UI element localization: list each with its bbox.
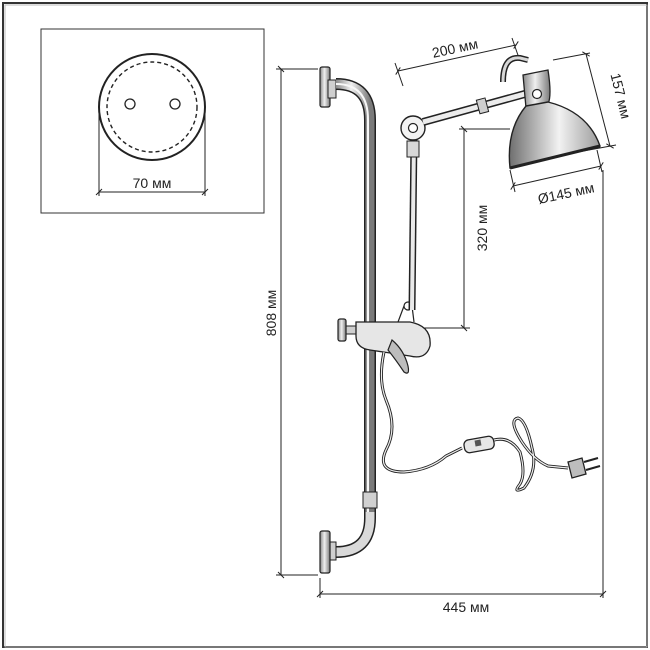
arm-collar bbox=[475, 97, 490, 115]
wall-plate-detail: 70 мм bbox=[40, 28, 265, 214]
rail-top-highlight bbox=[335, 83, 369, 512]
vertical-offset-label: 320 мм bbox=[474, 205, 490, 252]
total-height-dimension: 808 мм bbox=[263, 65, 318, 579]
plug-pin-top bbox=[583, 457, 599, 463]
base-diameter-label: 70 мм bbox=[133, 175, 172, 191]
shade-pivot bbox=[531, 88, 543, 100]
joint-spring bbox=[406, 140, 420, 158]
outer-frame-shadow bbox=[4, 4, 648, 648]
cord-lower-fill bbox=[493, 417, 569, 491]
power-cord bbox=[379, 351, 601, 492]
screw-hole-right bbox=[169, 98, 181, 110]
shade-h-dim-line bbox=[582, 51, 614, 149]
wall-plate-icon bbox=[98, 53, 206, 161]
clamp-knob-icon bbox=[337, 318, 347, 342]
arm-dim-line bbox=[395, 41, 519, 75]
bracket-top-collar bbox=[327, 79, 337, 99]
arm-ext-left bbox=[394, 62, 404, 87]
shade-diameter-label: Ø145 мм bbox=[536, 179, 595, 207]
lower-arm-bar-fill bbox=[410, 135, 416, 311]
rail-joint bbox=[362, 491, 378, 509]
switch-button bbox=[474, 439, 482, 447]
arm-length-label: 200 мм bbox=[431, 35, 480, 60]
rail-bottom-curve-fill bbox=[335, 512, 375, 557]
mounting-bracket-bottom-icon bbox=[319, 530, 331, 574]
total-width-label: 445 мм bbox=[443, 599, 490, 615]
rail-top-curve bbox=[335, 78, 376, 512]
shade-height-label: 157 мм bbox=[607, 71, 634, 120]
lamp-shade-icon bbox=[500, 54, 601, 170]
shade-neck-fill bbox=[501, 56, 529, 83]
total-width-dimension: 445 мм bbox=[316, 170, 607, 615]
rail-clamp bbox=[337, 301, 431, 374]
vertical-offset-dimension: 320 мм bbox=[420, 125, 510, 332]
cord-upper-fill bbox=[380, 351, 463, 473]
clamp-body bbox=[355, 321, 431, 358]
elbow-joint bbox=[400, 115, 426, 158]
plug-icon bbox=[567, 457, 587, 479]
joint-knob-inner bbox=[407, 122, 419, 134]
upper-arm-bar-fill bbox=[422, 89, 533, 125]
shade-d-dim-line bbox=[510, 162, 604, 190]
shade-h-ext-top bbox=[552, 52, 591, 61]
lower-arm bbox=[408, 135, 418, 311]
total-height-label: 808 мм bbox=[263, 290, 279, 337]
upper-arm bbox=[421, 88, 534, 126]
wall-plate-dashed-ring bbox=[106, 61, 198, 153]
plug-pin-bottom bbox=[585, 465, 601, 471]
clamp-lever bbox=[387, 339, 410, 374]
screw-hole-left bbox=[124, 98, 136, 110]
shade-rim bbox=[509, 144, 601, 170]
shade-d-ext-left bbox=[509, 169, 516, 193]
shade-d-ext-right bbox=[596, 149, 603, 173]
wall-rail bbox=[319, 66, 378, 574]
